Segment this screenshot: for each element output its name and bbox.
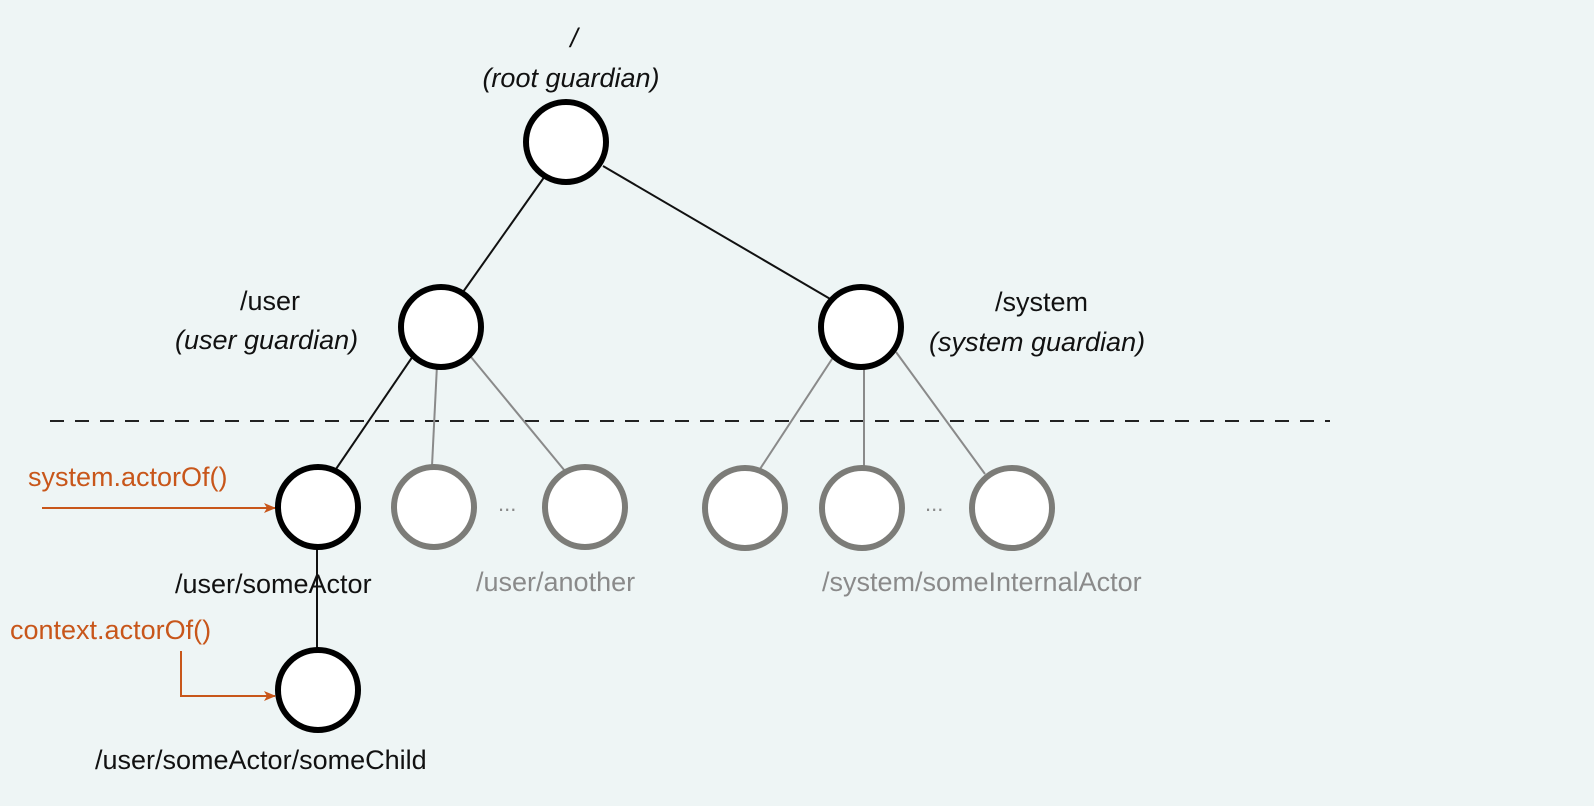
user-another-label: /user/another (476, 567, 636, 597)
some-child-label: /user/someActor/someChild (95, 745, 427, 775)
system-internal-label: /system/someInternalActor (822, 567, 1142, 597)
root-path-label: / (570, 23, 578, 53)
system-path-label: /system (995, 287, 1089, 317)
context-actorof-arrow (180, 651, 276, 701)
system-guardian-node (818, 284, 904, 370)
user-path-label: /user (240, 286, 301, 316)
edge-user-another-1 (431, 364, 438, 467)
some-actor-node (275, 464, 361, 550)
root-guardian-node (523, 99, 609, 185)
user-another-node-2 (542, 464, 628, 550)
system-actorof-label: system.actorOf() (28, 462, 228, 492)
context-actorof-label: context.actorOf() (10, 615, 212, 645)
root-role-label: (root guardian) (482, 63, 660, 93)
user-guardian-node (398, 284, 484, 370)
edge-system-internal-1 (757, 355, 835, 473)
system-role-label: (system guardian) (929, 327, 1146, 357)
some-actor-label: /user/someActor (175, 569, 372, 599)
user-another-node-1 (391, 464, 477, 550)
user-children-ellipsis: ... (498, 491, 517, 516)
system-internal-node-2 (819, 465, 905, 551)
edge-root-user (462, 175, 546, 293)
system-children-ellipsis: ... (925, 491, 944, 516)
some-child-node (275, 647, 361, 733)
system-internal-node-1 (702, 465, 788, 551)
edge-user-someactor (335, 355, 414, 470)
user-role-label: (user guardian) (175, 325, 359, 355)
edge-system-internal-3 (895, 351, 986, 475)
edge-root-system (602, 165, 833, 301)
system-internal-node-3 (969, 465, 1055, 551)
edge-user-another-2 (470, 356, 566, 472)
